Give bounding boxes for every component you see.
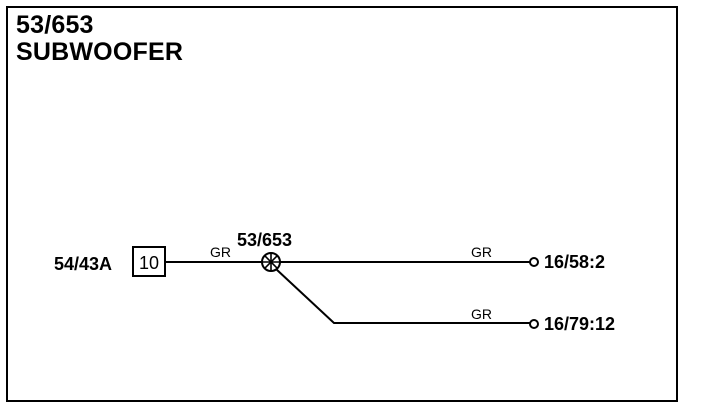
terminal-1-label: 16/58:2: [544, 252, 605, 272]
wire-color-label-2: GR: [471, 244, 492, 260]
terminal-2-label: 16/79:12: [544, 314, 615, 334]
wire-color-label-3: GR: [471, 306, 492, 322]
source-connector-label: 54/43A: [54, 254, 112, 274]
terminal-2-icon: [529, 319, 539, 329]
splice-label: 53/653: [237, 230, 292, 250]
splice-icon: [261, 252, 281, 272]
diagram-frame: [6, 6, 678, 402]
page-title-code: 53/653: [16, 11, 94, 39]
pin-box: [132, 246, 166, 277]
wire-segment-terminal-2: [275, 268, 530, 324]
page-title: SUBWOOFER: [16, 38, 184, 66]
wire-color-label-1: GR: [210, 244, 231, 260]
title-block: 53/653 SUBWOOFER: [16, 12, 183, 66]
terminal-1-icon: [529, 257, 539, 267]
pin-number: 10: [139, 253, 159, 273]
